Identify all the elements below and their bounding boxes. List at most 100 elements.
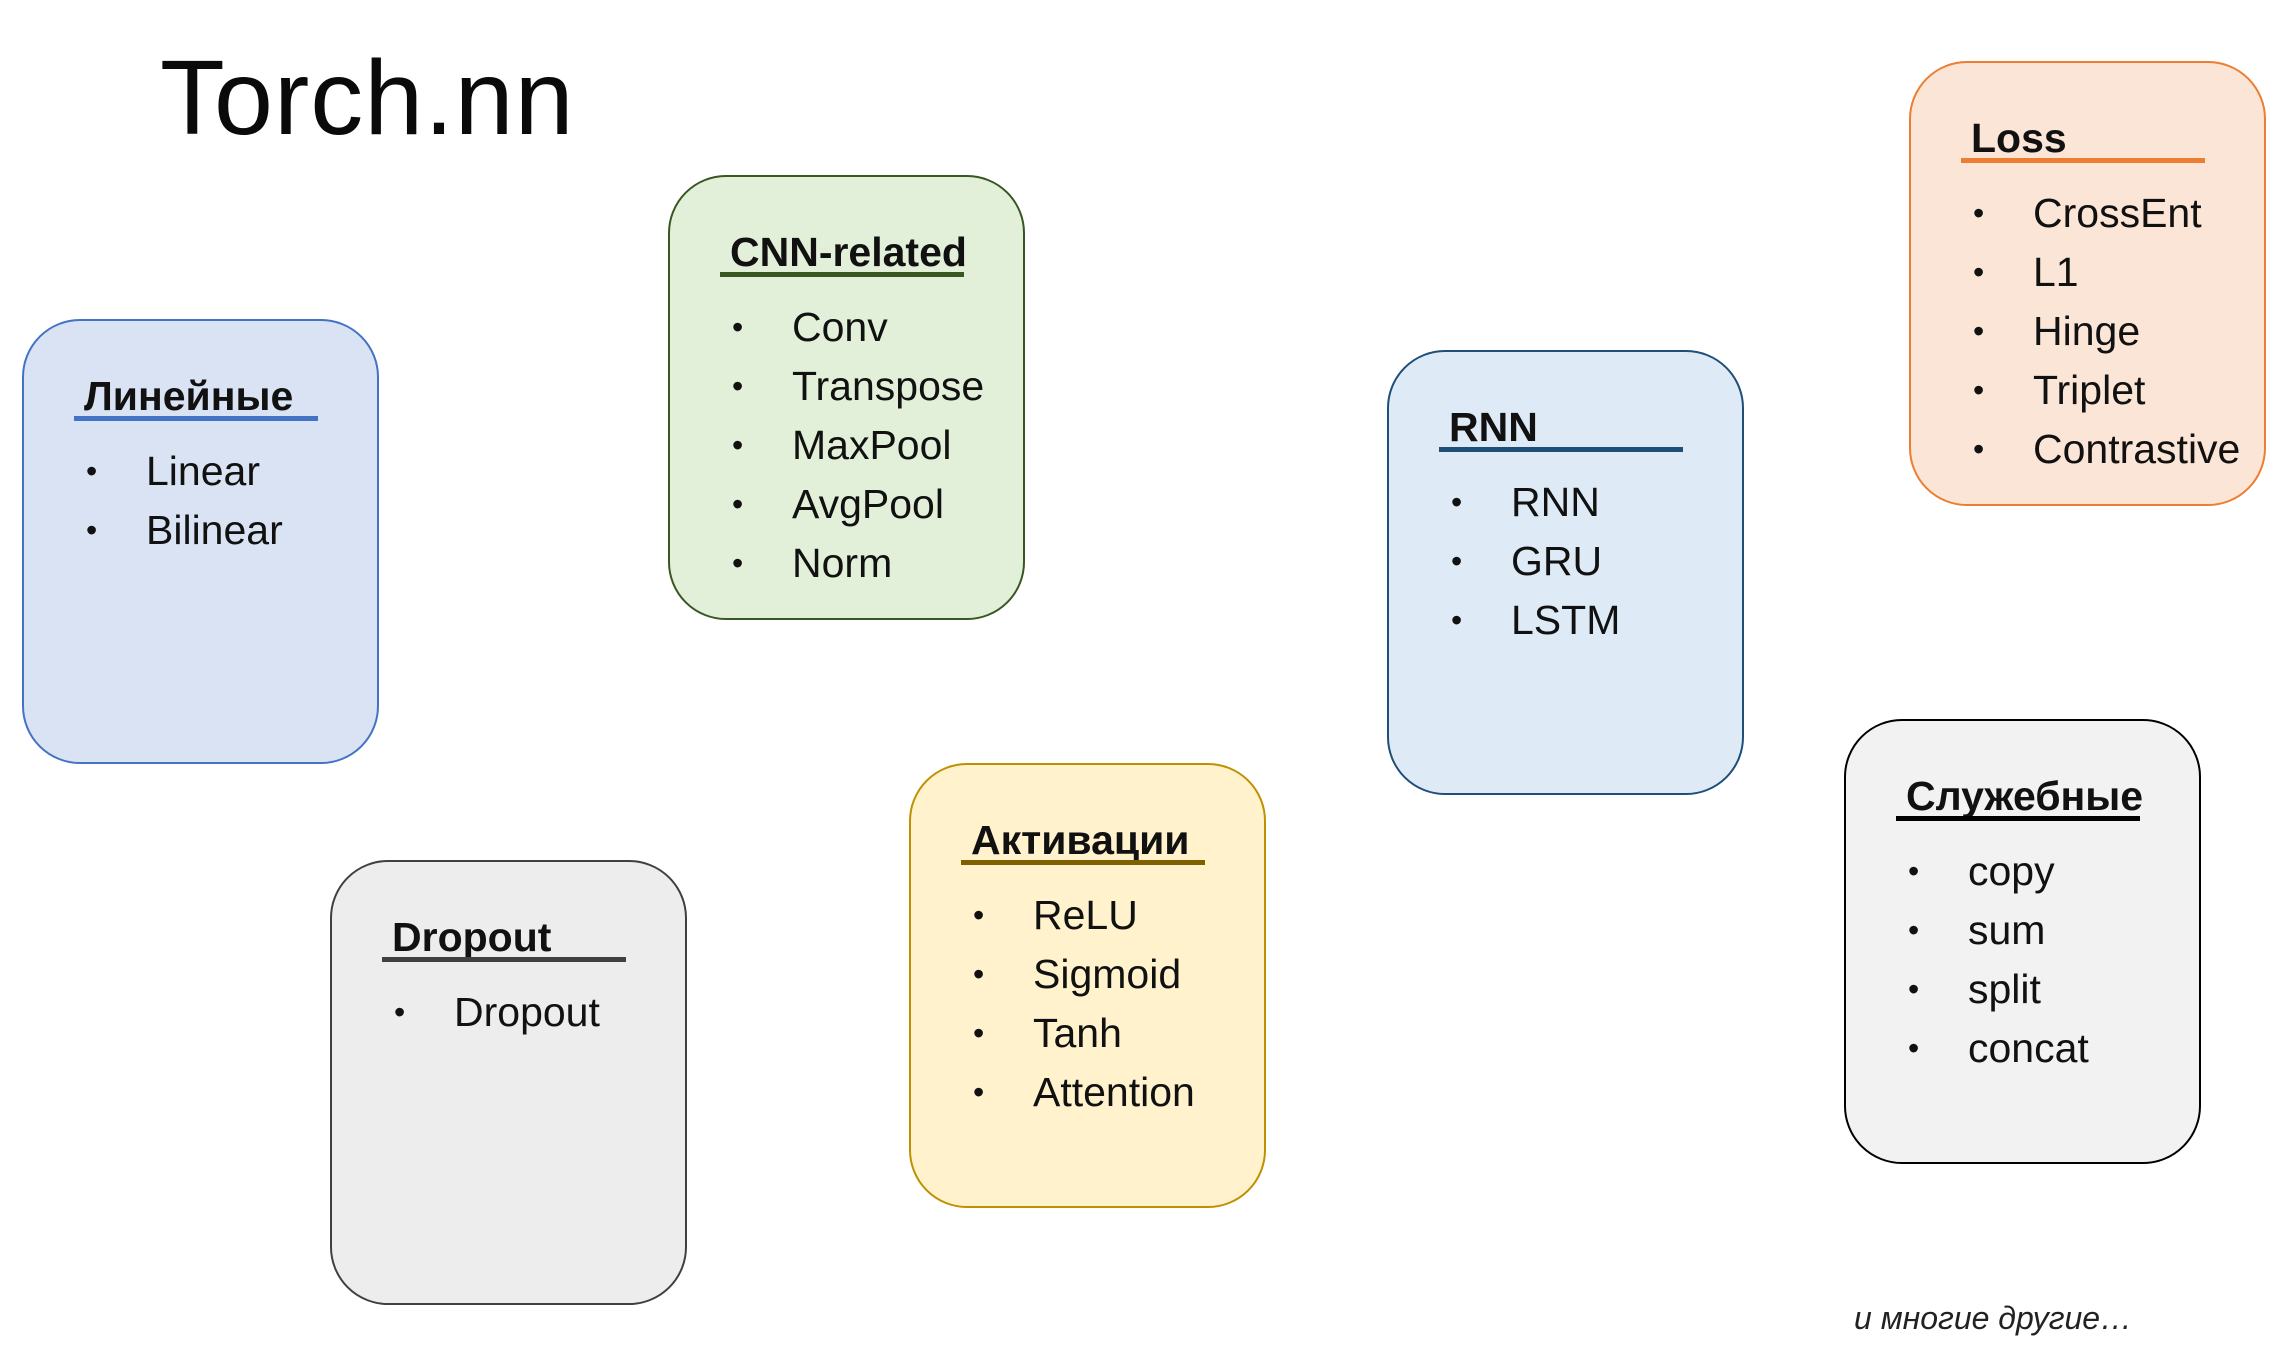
card-heading-rule <box>1961 158 2205 163</box>
list-item: • Linear <box>86 442 283 501</box>
card-item-list: • Dropout <box>394 983 600 1042</box>
card-loss: Loss • CrossEnt • L1 •Hinge • Triplet • Cont… <box>1909 61 2266 506</box>
bullet-icon: • <box>1973 254 1985 290</box>
bullet-icon: • <box>1973 431 1985 467</box>
list-item-label: concat <box>1968 1025 2089 1071</box>
list-item: • Triplet <box>1973 361 2240 420</box>
card-item-list: • Conv • Transpose • MaxPool • AvgPool • Norm <box>732 298 984 593</box>
card-cnn-related: CNN-related • Conv • Transpose • MaxPool • A… <box>668 175 1025 620</box>
list-item-label: MaxPool <box>792 422 952 468</box>
list-item-label: GRU <box>1511 538 1603 584</box>
bullet-icon: • <box>1908 1030 1920 1066</box>
card-activations: Активации • ReLU • Sigmoid • Tanh • Attentio… <box>909 763 1266 1208</box>
card-rnn: RNN • RNN • GRU • LSTM <box>1387 350 1744 795</box>
list-item-label: Conv <box>792 304 888 350</box>
bullet-icon: • <box>973 897 985 933</box>
list-item: • RNN <box>1451 473 1620 532</box>
list-item: • CrossEnt <box>1973 184 2240 243</box>
list-item-label: Sigmoid <box>1033 951 1182 997</box>
card-linear: Линейные • Linear • Bilinear <box>22 319 379 764</box>
list-item-label: Norm <box>792 540 893 586</box>
card-heading: Линейные <box>84 373 294 419</box>
list-item: • LSTM <box>1451 591 1620 650</box>
card-heading-rule <box>74 416 318 421</box>
bullet-icon: • <box>1451 602 1463 638</box>
list-item-label: Contrastive <box>2033 426 2241 472</box>
card-heading-rule <box>961 860 1205 865</box>
list-item-label: Tanh <box>1033 1010 1122 1056</box>
list-item-label: Attention <box>1033 1069 1195 1115</box>
list-item: • concat <box>1908 1019 2089 1078</box>
list-item: • AvgPool <box>732 475 984 534</box>
bullet-icon: • <box>1451 543 1463 579</box>
card-heading-rule <box>382 957 626 962</box>
card-item-list: • CrossEnt • L1 •Hinge • Triplet • Contrasti… <box>1973 184 2240 479</box>
card-item-list: • ReLU • Sigmoid • Tanh • Attention <box>973 886 1195 1122</box>
list-item: •Hinge <box>1973 302 2240 361</box>
list-item-label: sum <box>1968 907 2046 953</box>
list-item-label: Linear <box>146 448 260 494</box>
card-service: Служебные • copy • sum • split • concat <box>1844 719 2201 1164</box>
bullet-icon: • <box>1451 484 1463 520</box>
list-item: • GRU <box>1451 532 1620 591</box>
list-item-label: split <box>1968 966 2041 1012</box>
list-item-label: LSTM <box>1511 597 1621 643</box>
list-item-label: CrossEnt <box>2033 190 2202 236</box>
list-item: • L1 <box>1973 243 2240 302</box>
bullet-icon: • <box>732 427 744 463</box>
list-item: • Transpose <box>732 357 984 416</box>
card-heading-rule <box>1896 816 2140 821</box>
card-item-list: • RNN • GRU • LSTM <box>1451 473 1620 650</box>
bullet-icon: • <box>973 1015 985 1051</box>
footnote: и многие другие… <box>1854 1300 2133 1336</box>
list-item: • Norm <box>732 534 984 593</box>
bullet-icon: • <box>86 512 98 548</box>
list-item: • sum <box>1908 901 2089 960</box>
slide-title: Torch.nn <box>160 39 575 157</box>
list-item-label: RNN <box>1511 479 1600 525</box>
bullet-icon: • <box>732 486 744 522</box>
list-item-label: L1 <box>2033 249 2079 295</box>
bullet-icon: • <box>1908 853 1920 889</box>
list-item-label: Triplet <box>2033 367 2146 413</box>
list-item-label: ReLU <box>1033 892 1138 938</box>
card-item-list: • copy • sum • split • concat <box>1908 842 2089 1078</box>
list-item: • Attention <box>973 1063 1195 1122</box>
list-item: • Bilinear <box>86 501 283 560</box>
bullet-icon: • <box>973 1074 985 1110</box>
bullet-icon: • <box>1973 372 1985 408</box>
card-heading: CNN-related <box>730 229 967 275</box>
list-item: • Tanh <box>973 1004 1195 1063</box>
card-heading: RNN <box>1449 404 1538 450</box>
bullet-icon: • <box>1973 195 1985 231</box>
list-item: • Sigmoid <box>973 945 1195 1004</box>
list-item: • split <box>1908 960 2089 1019</box>
list-item: • Contrastive <box>1973 420 2240 479</box>
list-item-label: copy <box>1968 848 2055 894</box>
bullet-icon: • <box>732 545 744 581</box>
card-heading-rule <box>720 272 964 277</box>
card-heading: Служебные <box>1906 773 2144 819</box>
card-item-list: • Linear • Bilinear <box>86 442 283 560</box>
bullet-icon: • <box>973 956 985 992</box>
list-item-label: AvgPool <box>792 481 944 527</box>
card-dropout: Dropout • Dropout <box>330 860 687 1305</box>
bullet-icon: • <box>1908 912 1920 948</box>
list-item-label: Bilinear <box>146 507 283 553</box>
bullet-icon: • <box>394 994 406 1030</box>
card-heading-rule <box>1439 447 1683 452</box>
bullet-icon: • <box>1908 971 1920 1007</box>
list-item-label: Dropout <box>454 989 600 1035</box>
card-heading: Dropout <box>392 914 552 960</box>
list-item: • ReLU <box>973 886 1195 945</box>
card-heading: Loss <box>1971 115 2067 161</box>
bullet-icon: • <box>732 368 744 404</box>
list-item-label: Transpose <box>792 363 985 409</box>
bullet-icon: • <box>732 309 744 345</box>
card-heading: Активации <box>971 817 1190 863</box>
bullet-icon: • <box>86 453 98 489</box>
list-item: • MaxPool <box>732 416 984 475</box>
list-item: • Dropout <box>394 983 600 1042</box>
list-item: • Conv <box>732 298 984 357</box>
list-item-label: Hinge <box>2033 308 2141 354</box>
